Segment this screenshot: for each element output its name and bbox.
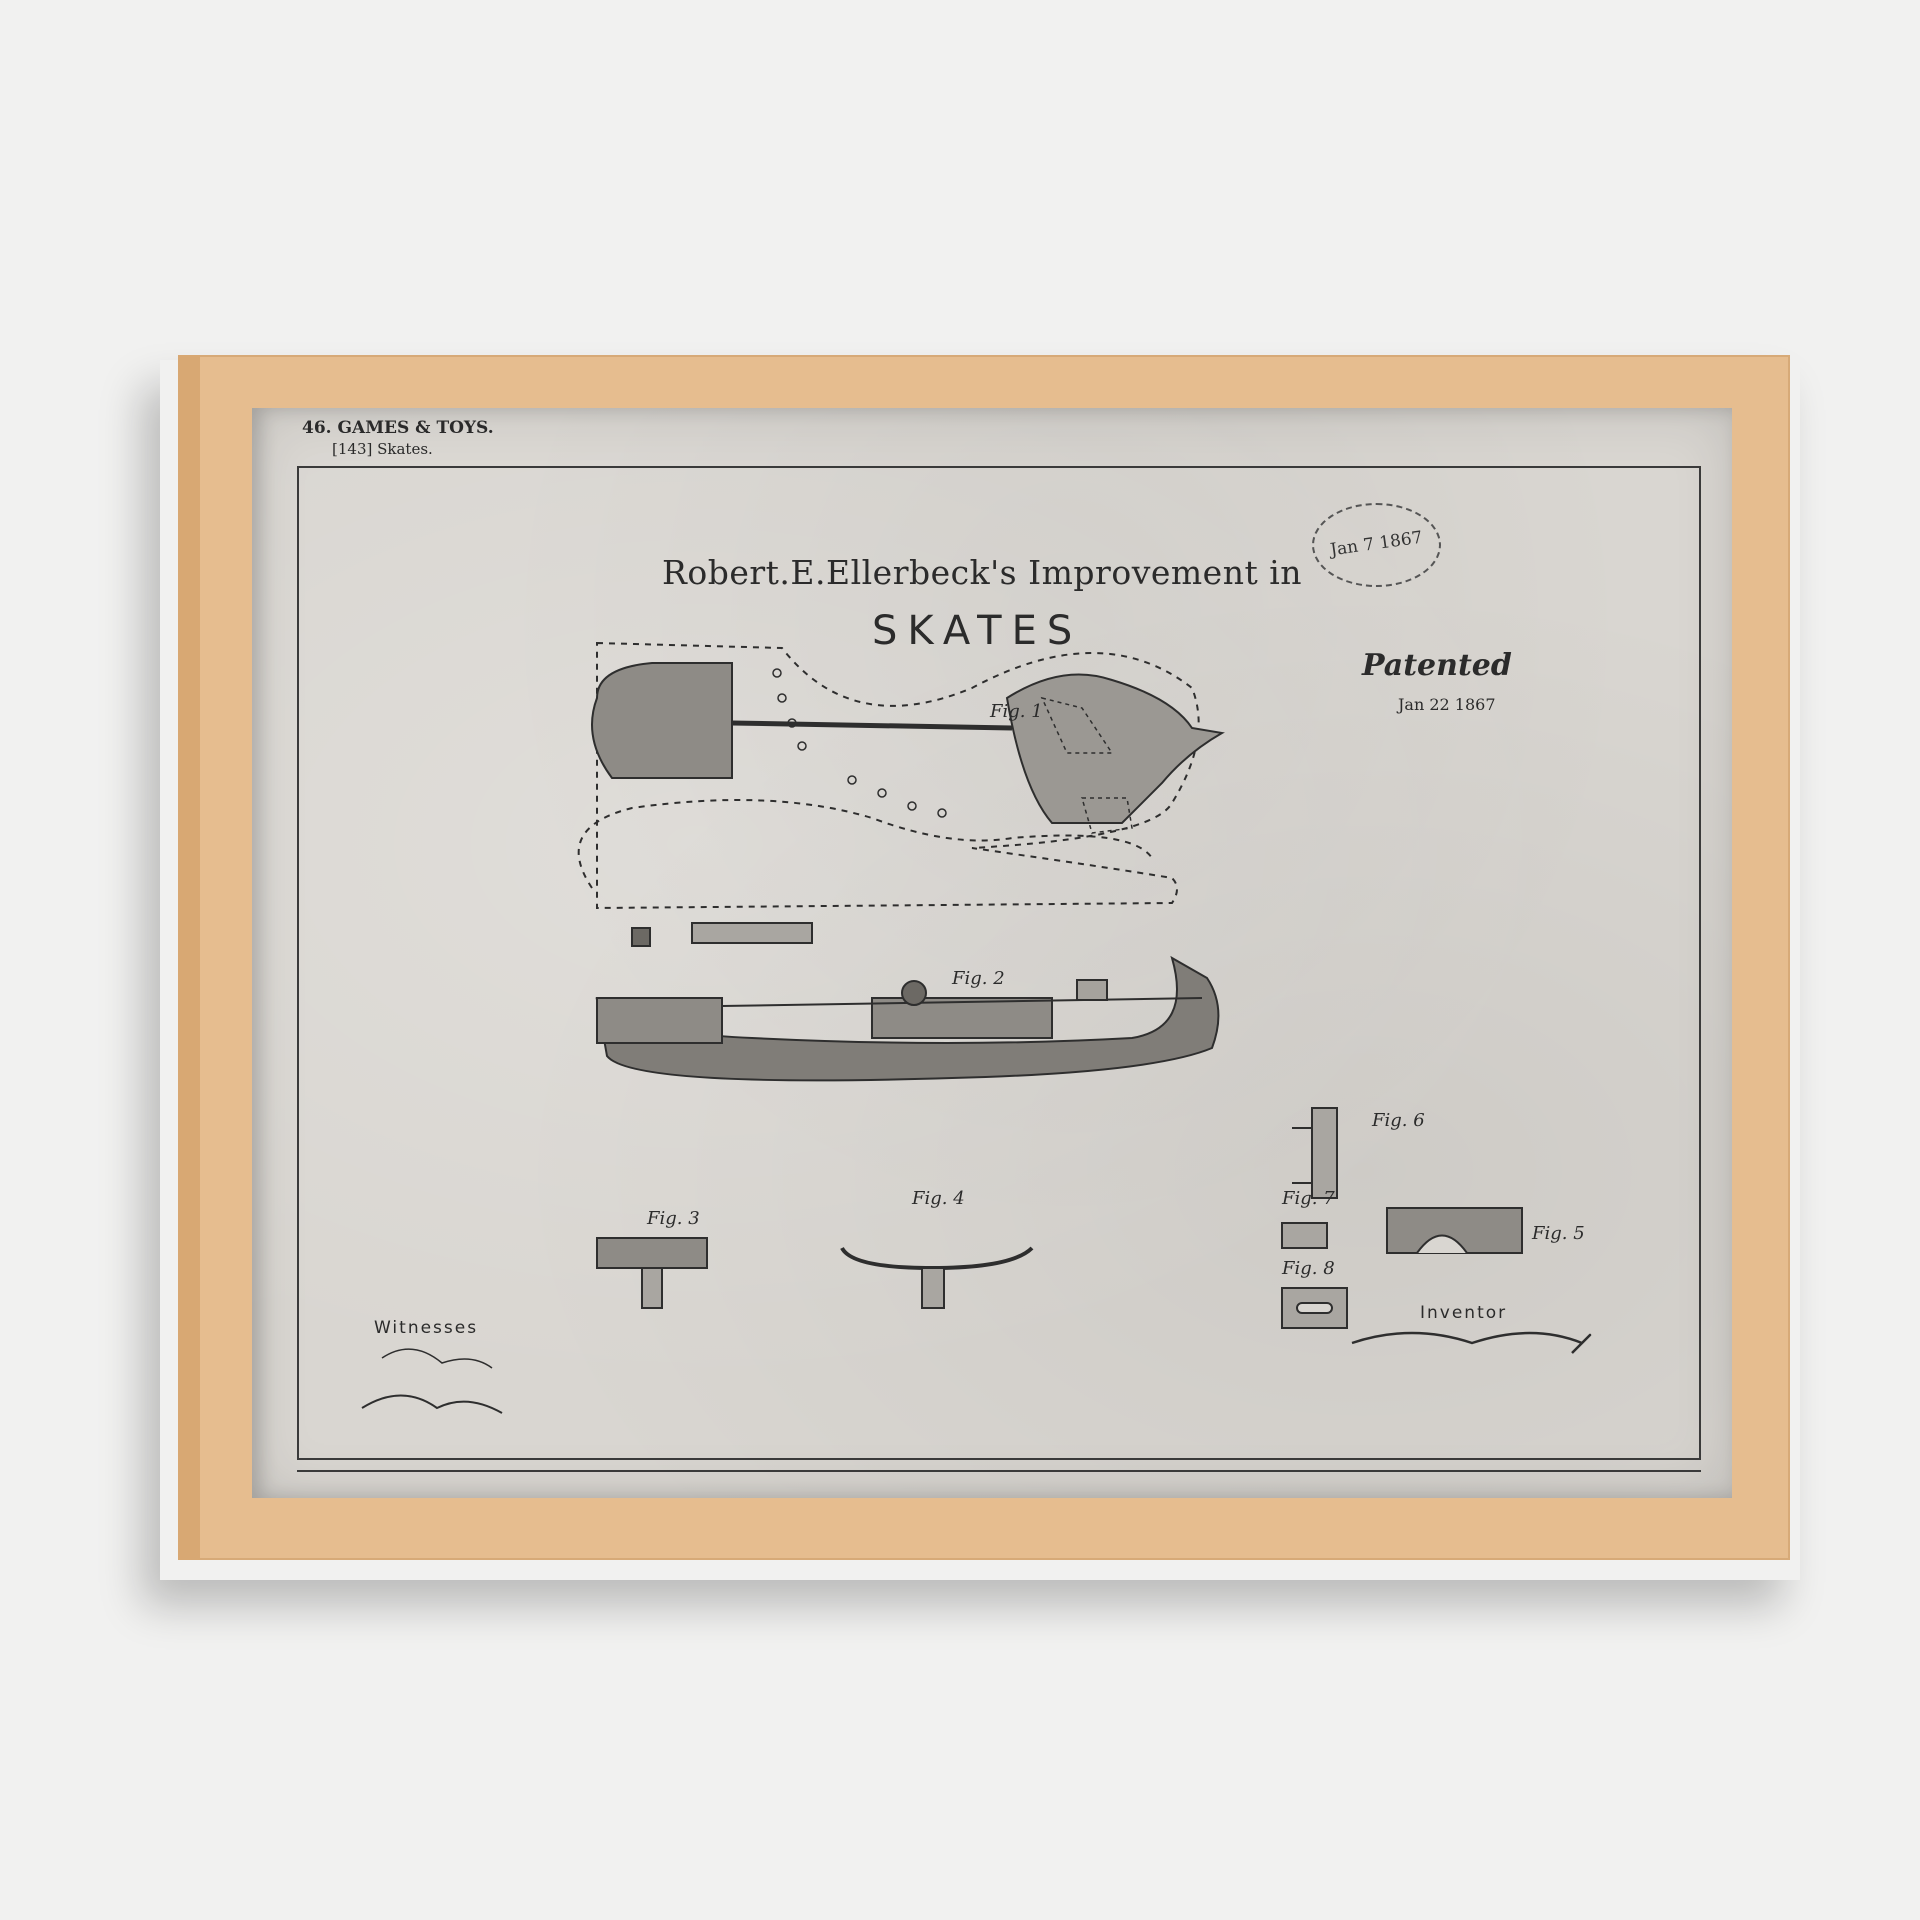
toe-knob bbox=[901, 980, 927, 1006]
heel-cap bbox=[591, 662, 733, 779]
fig4-part bbox=[840, 1246, 1034, 1271]
fig-2-label: Fig. 2 bbox=[952, 968, 1005, 989]
patent-office-stamp bbox=[1312, 503, 1441, 587]
paper-texture bbox=[252, 408, 1732, 1498]
patent-date: Jan 22 1867 bbox=[1398, 695, 1496, 714]
lace-holes bbox=[772, 668, 947, 818]
center-bar bbox=[691, 922, 813, 944]
heel-knob bbox=[1076, 979, 1108, 1001]
boot-outline bbox=[596, 641, 1200, 910]
drawing-border-bottom bbox=[297, 1470, 1701, 1472]
fig-7-label: Fig. 7 bbox=[1282, 1188, 1335, 1209]
patent-subtitle: SKATES bbox=[872, 608, 1083, 654]
subcategory-header: [143] Skates. bbox=[332, 440, 433, 458]
fig-4-label: Fig. 4 bbox=[912, 1188, 965, 1209]
heel-plate bbox=[596, 997, 723, 1044]
category-header: 46. GAMES & TOYS. bbox=[302, 418, 494, 438]
fig7-part bbox=[1281, 1222, 1328, 1249]
toe-clamp bbox=[1005, 673, 1225, 824]
connecting-rod bbox=[731, 720, 1013, 731]
fig3-stem bbox=[641, 1267, 663, 1309]
fig3-part bbox=[596, 1237, 708, 1269]
blade-top-edge bbox=[721, 997, 1203, 1007]
inventor-label: Inventor bbox=[1420, 1303, 1508, 1323]
patent-title: Robert.E.Ellerbeck's Improvement in bbox=[662, 553, 1303, 592]
inventor-signature bbox=[1351, 1331, 1592, 1354]
fig-3-label: Fig. 3 bbox=[647, 1208, 700, 1229]
witness-signature-2 bbox=[361, 1394, 503, 1414]
fig-1-label: Fig. 1 bbox=[990, 701, 1043, 722]
patented-label: Patented bbox=[1362, 648, 1512, 683]
foot-outline bbox=[577, 799, 1153, 889]
patent-print: 46. GAMES & TOYS. [143] Skates. Jan 7 18… bbox=[252, 408, 1732, 1498]
drawing-border bbox=[297, 466, 1701, 1460]
small-clip bbox=[631, 927, 651, 947]
fig4-stem bbox=[921, 1267, 945, 1309]
toe-clamp-slot bbox=[1040, 696, 1114, 754]
skate-blade bbox=[595, 955, 1220, 1082]
witnesses-label: Witnesses bbox=[374, 1318, 479, 1338]
frame-side-edge bbox=[178, 355, 200, 1560]
fig-5-label: Fig. 5 bbox=[1532, 1223, 1585, 1244]
fig5-part bbox=[1311, 1107, 1338, 1199]
fig-6-label: Fig. 6 bbox=[1372, 1110, 1425, 1131]
toe-plate bbox=[871, 997, 1053, 1039]
witness-signature-1 bbox=[381, 1348, 493, 1369]
toe-clamp-slot-2 bbox=[1081, 797, 1133, 834]
skate-drawing bbox=[361, 641, 1592, 1414]
fig-8-label: Fig. 8 bbox=[1282, 1258, 1335, 1279]
